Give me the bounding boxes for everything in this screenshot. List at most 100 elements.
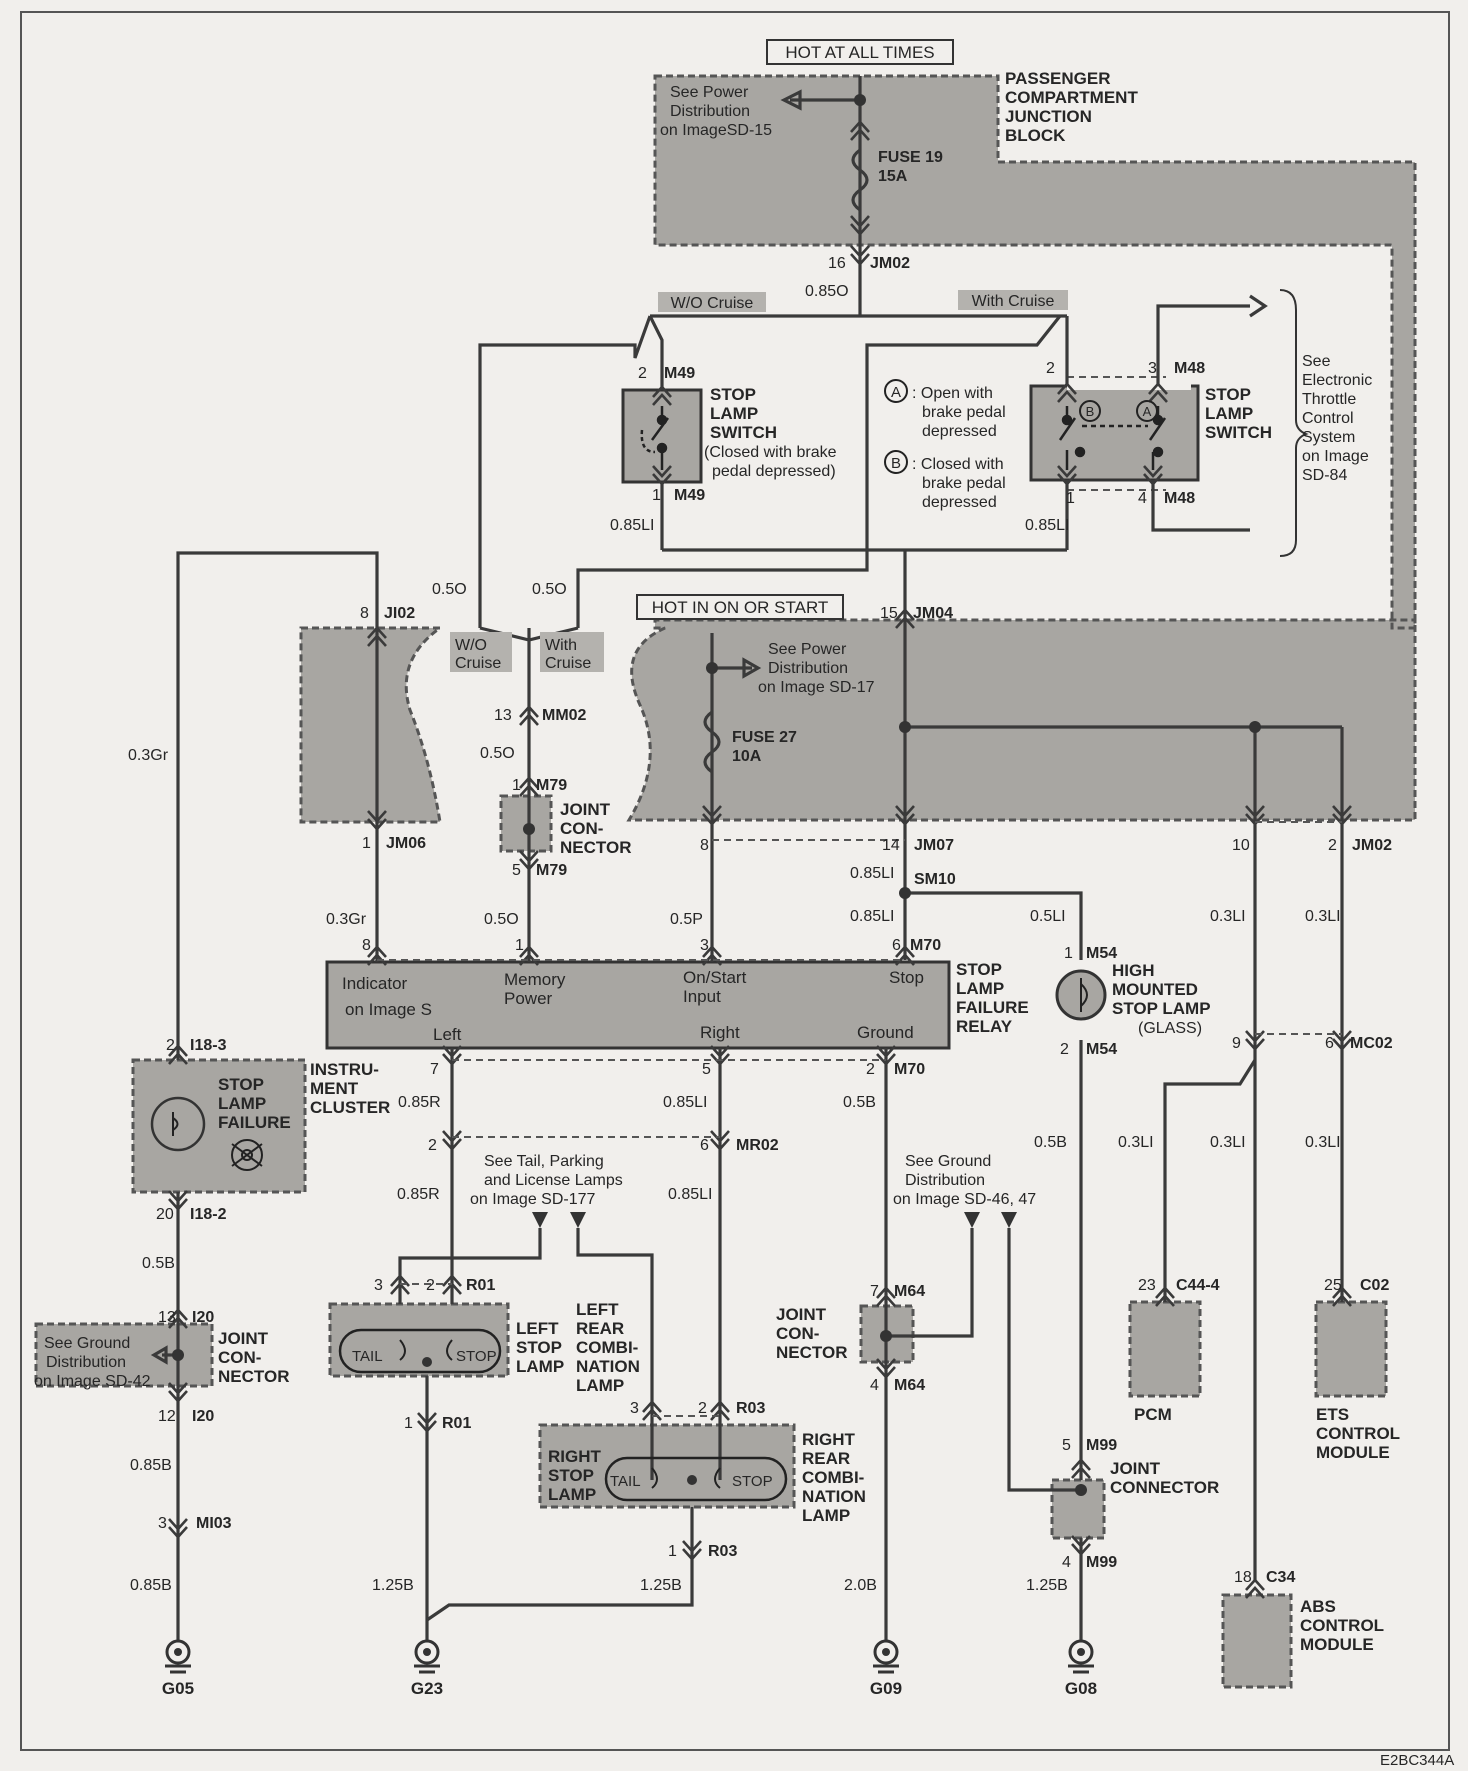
- etc-ref-4: Control: [1302, 410, 1354, 427]
- mc02-pin-6: 6: [1325, 1035, 1334, 1052]
- abs-control-module-box: [1221, 1593, 1293, 1689]
- wire-085LI-a: 0.85LI: [610, 517, 654, 534]
- mr02-conn: MR02: [736, 1137, 779, 1154]
- wire-03LI-a: 0.3LI: [1210, 908, 1246, 925]
- rrl-inner-1: RIGHT: [548, 1447, 602, 1466]
- sls-right-contact-a: A: [1143, 404, 1152, 419]
- m99-name-1: JOINT: [1110, 1459, 1161, 1478]
- m79-bottom-pin: 5: [512, 862, 521, 879]
- etc-ref-1: See: [1302, 353, 1331, 370]
- mm02-conn: MM02: [542, 707, 587, 724]
- fuse27-ref-2: Distribution: [768, 660, 848, 677]
- m64-bottom-pin: 4: [870, 1377, 879, 1394]
- relay-bottom-conn: M70: [894, 1061, 925, 1078]
- ground-ref-1: See Ground: [905, 1153, 991, 1170]
- switch-contacts-right: [1058, 406, 1167, 470]
- splice-dots: [172, 94, 1261, 1496]
- relay-ground: Ground: [857, 1023, 914, 1042]
- relay-name-3: FAILURE: [956, 998, 1029, 1017]
- left-lamp-oval: [338, 1328, 502, 1374]
- wire-05B-b: 0.5B: [1034, 1134, 1067, 1151]
- relay-indicator-1: Indicator: [342, 974, 408, 993]
- i20-name-2: CON-: [218, 1348, 261, 1367]
- relay-pin-5: 5: [702, 1061, 711, 1078]
- m64-name-3: NECTOR: [776, 1343, 847, 1362]
- sls-left-bottom-pin: 1: [652, 487, 661, 504]
- m64-name-2: CON-: [776, 1324, 819, 1343]
- m99-top-pin: 5: [1062, 1437, 1071, 1454]
- pcm-conn: C44-4: [1176, 1277, 1220, 1294]
- rrl-name-3: COMBI-: [802, 1468, 864, 1487]
- wire-05O-c: 0.5O: [480, 745, 515, 762]
- right-rear-combination-lamp-box: [538, 1423, 796, 1509]
- with-cruise-stack-2: Cruise: [545, 655, 591, 672]
- ground-g23-label: G23: [411, 1679, 443, 1698]
- wire-03LI-c: 0.3LI: [1118, 1134, 1154, 1151]
- pcjb-name-1: PASSENGER: [1005, 69, 1111, 88]
- m64-top-conn: M64: [894, 1283, 925, 1300]
- wire-03LI-b: 0.3LI: [1305, 908, 1341, 925]
- pcm-name: PCM: [1134, 1405, 1172, 1424]
- ic-name-3: CLUSTER: [310, 1098, 390, 1117]
- sls-left-bottom-conn: M49: [674, 487, 705, 504]
- fuse-27-icon: [703, 710, 721, 774]
- legend-b-marker: [884, 450, 908, 474]
- tail-ref-arrow-icon: [532, 1212, 548, 1228]
- rrl-tail: TAIL: [610, 1473, 641, 1490]
- i20-ref-1: See Ground: [44, 1335, 130, 1352]
- tail-ref-1: See Tail, Parking: [484, 1153, 604, 1170]
- i20-bottom-conn: I20: [192, 1408, 214, 1425]
- rrl-name-5: LAMP: [802, 1506, 850, 1525]
- lrl-inner-1: LEFT: [516, 1319, 559, 1338]
- with-cruise-tag: With Cruise: [972, 293, 1055, 310]
- m79-bottom-conn: M79: [536, 862, 567, 879]
- wire-085O: 0.85O: [805, 283, 849, 300]
- ets-control-module-box: [1314, 1300, 1388, 1398]
- jm02-bot-conn: JM02: [1352, 837, 1392, 854]
- ic-bottom-pin: 20: [156, 1206, 174, 1223]
- m99-bottom-conn: M99: [1086, 1554, 1117, 1571]
- relay-pin-7: 7: [430, 1061, 439, 1078]
- abs-conn: C34: [1266, 1569, 1295, 1586]
- sls-left-name-3: SWITCH: [710, 423, 777, 442]
- lrl-stop: STOP: [456, 1348, 497, 1365]
- wire-05B-c: 0.5B: [142, 1255, 175, 1272]
- i20-top-conn: I20: [192, 1309, 214, 1326]
- hot-in-on-or-start-box: [636, 594, 844, 620]
- legend-b-text-1: : Closed with: [912, 456, 1004, 473]
- i20-ref-2: Distribution: [46, 1354, 126, 1371]
- lrl-inner-3: LAMP: [516, 1357, 564, 1376]
- wo-cruise-tag: W/O Cruise: [671, 295, 754, 312]
- ic-inner-1: STOP: [218, 1075, 264, 1094]
- m64-top-pin: 7: [870, 1283, 879, 1300]
- wire-085B-a: 0.85B: [130, 1457, 172, 1474]
- m99-name-2: CONNECTOR: [1110, 1478, 1219, 1497]
- wire-085LI-e: 0.85LI: [663, 1094, 707, 1111]
- i20-name-1: JOINT: [218, 1329, 269, 1348]
- sls-right-name-1: STOP: [1205, 385, 1251, 404]
- passenger-compartment-junction-block: [626, 74, 1417, 822]
- m79-name-2: CON-: [560, 819, 603, 838]
- hmsl-sub: (GLASS): [1138, 1020, 1202, 1037]
- wire-05O-d: 0.5O: [484, 911, 519, 928]
- etc-ref-6: on Image: [1302, 448, 1369, 465]
- i20-bottom-pin: 12: [158, 1408, 176, 1425]
- wire-125B-b: 1.25B: [640, 1577, 682, 1594]
- relay-name-4: RELAY: [956, 1017, 1013, 1036]
- ji02-conn: JI02: [384, 605, 415, 622]
- mr02-pin-6: 6: [700, 1137, 709, 1154]
- ground-g09-label: G09: [870, 1679, 902, 1698]
- pcjb-name-3: JUNCTION: [1005, 107, 1092, 126]
- lrl-pin-3: 3: [374, 1277, 383, 1294]
- wire-03LI-e: 0.3LI: [1305, 1134, 1341, 1151]
- ic-inner-2: LAMP: [218, 1094, 266, 1113]
- sls-left-name-1: STOP: [710, 385, 756, 404]
- relay-pin-6: 6: [892, 937, 901, 954]
- rrl-stop: STOP: [732, 1473, 773, 1490]
- ets-conn: C02: [1360, 1277, 1389, 1294]
- relay-memory-2: Power: [504, 989, 553, 1008]
- lrl-name-1: LEFT: [576, 1300, 619, 1319]
- m64-bottom-conn: M64: [894, 1377, 925, 1394]
- ets-name-3: MODULE: [1316, 1443, 1390, 1462]
- legend-a-text-3: depressed: [922, 423, 997, 440]
